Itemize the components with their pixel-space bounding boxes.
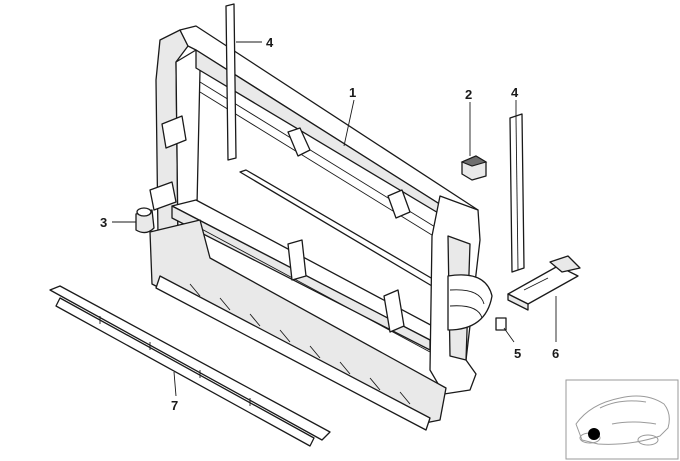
callout-6: 6 (552, 346, 559, 361)
location-marker-icon (588, 428, 600, 440)
lower-trim-strip (49, 285, 331, 447)
leader-lines (112, 41, 557, 397)
callout-7: 7 (171, 398, 178, 413)
rubber-block (460, 155, 488, 181)
callout-4-left: 4 (266, 35, 274, 50)
seal-strip-left (225, 3, 237, 161)
car-locator-inset (565, 379, 679, 460)
callout-2: 2 (465, 87, 472, 102)
small-clip (495, 317, 507, 331)
mounting-bracket (507, 255, 581, 311)
callout-5: 5 (514, 346, 521, 361)
rubber-mount (135, 207, 155, 234)
radiator-support-frame (149, 25, 493, 431)
seal-strip-right (509, 113, 525, 273)
callout-3: 3 (100, 215, 107, 230)
callout-labels: 4 1 2 4 3 5 6 7 (100, 35, 559, 413)
callout-4-right: 4 (511, 85, 519, 100)
callout-1: 1 (349, 85, 356, 100)
